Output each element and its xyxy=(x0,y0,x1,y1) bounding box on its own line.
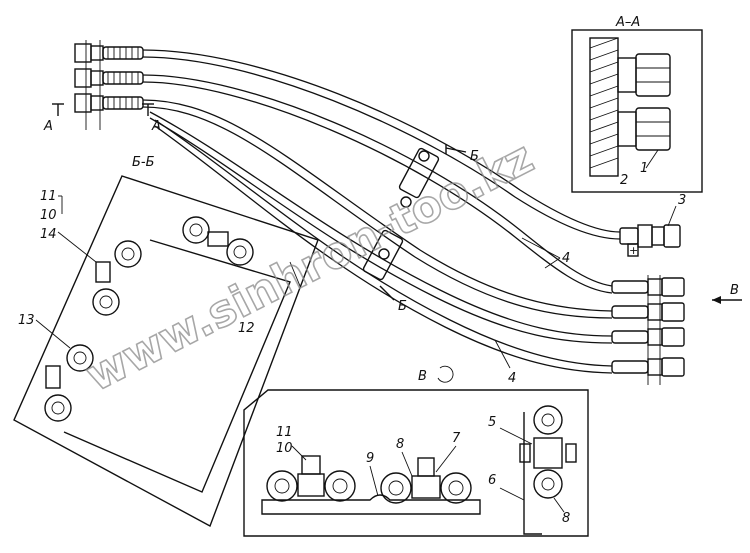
section-bb-view: Б-Б 11 10 14 13 12 xyxy=(13,155,319,527)
section-mark-b-top: Б xyxy=(445,144,479,164)
svg-text:7: 7 xyxy=(452,431,461,446)
svg-text:11: 11 xyxy=(276,425,293,440)
view-v-clamp-left xyxy=(266,455,356,502)
left-fitting-bottom xyxy=(74,93,144,113)
svg-text:10: 10 xyxy=(276,441,293,456)
svg-text:11: 11 xyxy=(40,189,57,204)
section-aa-view: А–А 1 2 xyxy=(571,15,703,193)
svg-text:14: 14 xyxy=(40,227,57,242)
left-fitting-stack xyxy=(74,40,144,130)
callout-3: 3 xyxy=(667,193,686,227)
svg-text:6: 6 xyxy=(488,473,496,488)
svg-text:+: + xyxy=(629,244,638,257)
svg-text:8: 8 xyxy=(396,437,404,452)
section-mark-a-left: А xyxy=(43,103,64,134)
right-fittings-stack xyxy=(611,275,685,385)
svg-text:9: 9 xyxy=(366,451,374,466)
svg-text:5: 5 xyxy=(488,415,496,430)
left-fitting-top xyxy=(74,43,144,63)
svg-text:8: 8 xyxy=(562,511,570,526)
view-arrow-v-label: В xyxy=(730,283,739,298)
svg-text:1: 1 xyxy=(640,161,648,176)
svg-text:3: 3 xyxy=(678,193,686,208)
right-tee-fitting: + xyxy=(619,224,681,257)
left-fitting-middle xyxy=(74,68,144,88)
view-arrow-v: В xyxy=(712,283,742,304)
svg-text:2: 2 xyxy=(620,173,628,188)
callout-4-upper: 4 xyxy=(521,237,570,269)
right-fitting-3 xyxy=(611,327,685,347)
hose-clamp-upper xyxy=(398,147,440,208)
svg-text:4: 4 xyxy=(508,371,516,386)
svg-text:13: 13 xyxy=(18,313,35,328)
section-mark-b-bottom-label: Б xyxy=(398,299,407,314)
view-v-title: В xyxy=(418,369,427,384)
bb-clamp-lower-left xyxy=(44,344,94,422)
section-mark-b-bottom: Б xyxy=(379,285,407,314)
section-mark-b-top-label: Б xyxy=(470,149,479,164)
right-fitting-4 xyxy=(611,357,685,377)
svg-text:12: 12 xyxy=(238,321,255,336)
svg-text:10: 10 xyxy=(40,208,57,223)
bb-clamp-top xyxy=(182,216,254,266)
section-mark-a-left-label: А xyxy=(43,119,53,134)
right-fitting-1 xyxy=(611,277,685,297)
hose-clamp-lower xyxy=(362,229,404,281)
section-aa-title: А–А xyxy=(615,15,640,30)
view-v-side-bracket xyxy=(519,405,577,535)
callout-4-lower: 4 xyxy=(494,339,516,386)
view-v-panel: В 11 10 9 xyxy=(243,365,589,537)
right-fitting-2 xyxy=(611,302,685,322)
section-bb-title: Б-Б xyxy=(132,155,155,170)
view-v-clamp-right xyxy=(380,457,472,504)
bb-clamp-upper-left xyxy=(92,240,142,316)
hose-bundle xyxy=(142,49,621,374)
svg-text:4: 4 xyxy=(562,251,570,266)
